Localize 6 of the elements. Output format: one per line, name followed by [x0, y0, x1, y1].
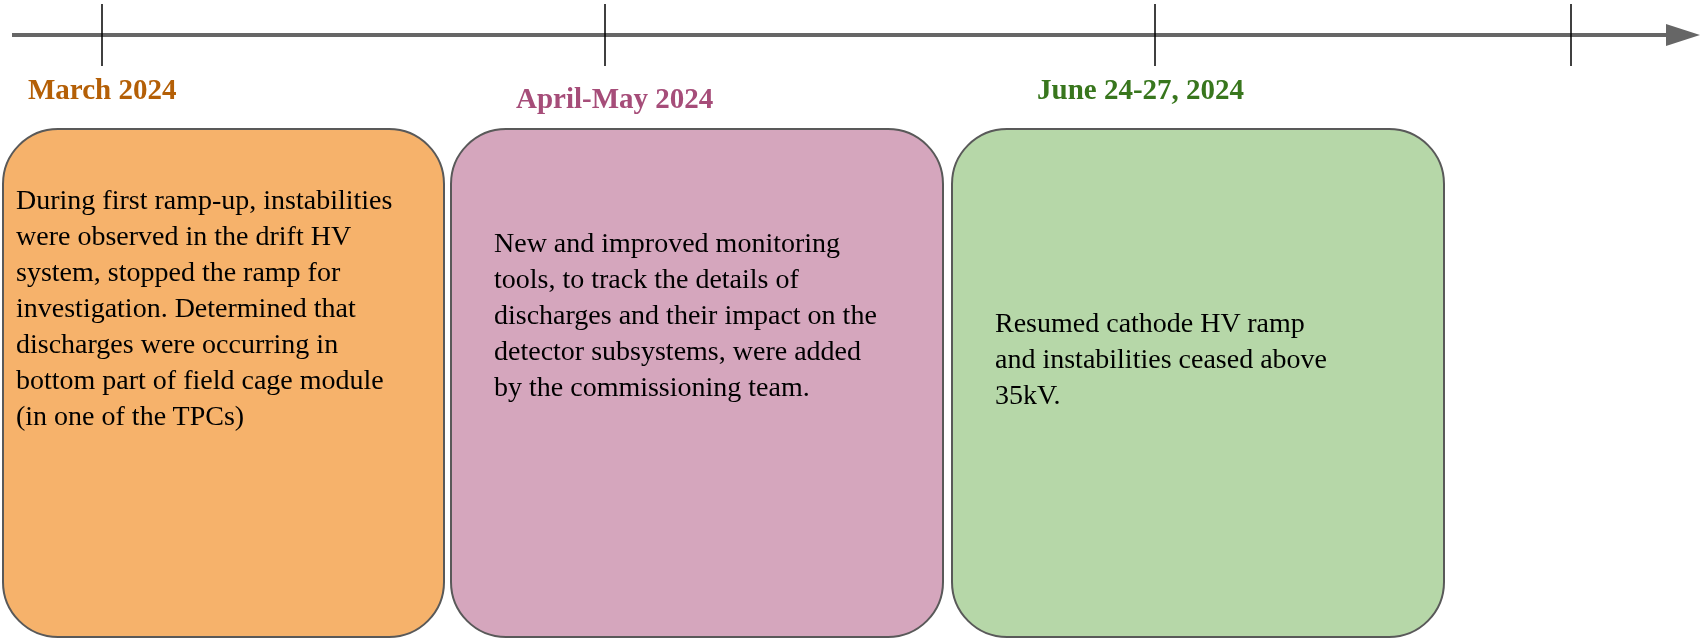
date-heading: June 24-27, 2024: [1037, 72, 1245, 106]
date-heading: April-May 2024: [516, 81, 714, 115]
event-description: Resumed cathode HV ramp and instabilities ceased above 35kV.: [995, 306, 1328, 412]
date-heading: March 2024: [28, 72, 177, 106]
event-description: New and improved monitoring tools, to track the details of discharges and their impact on the detector subsystems, were added by the commissioning team.: [494, 226, 878, 404]
event-description: During first ramp-up, instabilities were observed in the drift HV system, stopped the ramp for investigation. Determined that discharges were occurring in bottom part of field cage module (in one of the TPCs): [16, 183, 394, 433]
